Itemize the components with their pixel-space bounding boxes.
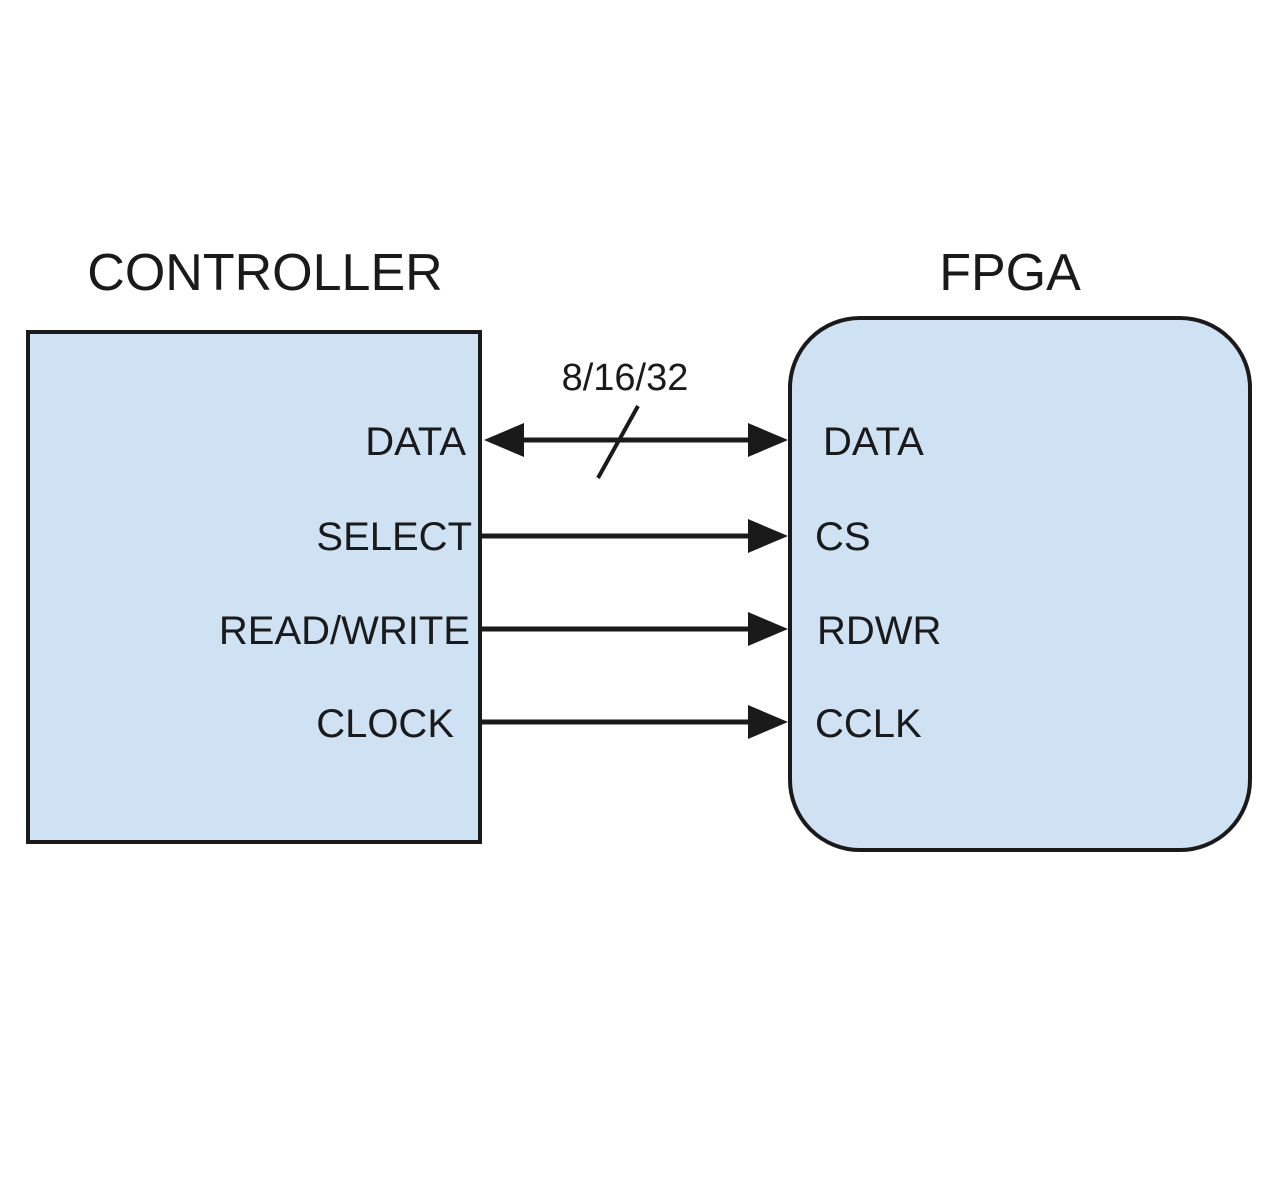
fpga-title: FPGA: [939, 244, 1081, 302]
controller-pin-data: DATA: [365, 420, 466, 464]
fpga-pin-cs: CS: [815, 515, 871, 559]
select-cs-arrow: [480, 519, 788, 553]
data-bus-arrow: [484, 423, 788, 457]
controller-pin-select: SELECT: [316, 515, 472, 559]
fpga-pin-rdwr: RDWR: [817, 609, 941, 653]
clock-cclk-arrow: [480, 705, 788, 739]
readwrite-rdwr-arrow: [480, 612, 788, 646]
fpga-pin-cclk: CCLK: [815, 702, 922, 746]
controller-title: CONTROLLER: [87, 244, 442, 302]
fpga-pin-data: DATA: [823, 420, 924, 464]
bus-width-slash: [596, 405, 640, 479]
controller-block: [26, 330, 482, 844]
bus-width-label: 8/16/32: [562, 357, 689, 399]
fpga-block: [788, 316, 1252, 852]
controller-pin-read-write: READ/WRITE: [219, 609, 470, 653]
controller-pin-clock: CLOCK: [316, 702, 454, 746]
